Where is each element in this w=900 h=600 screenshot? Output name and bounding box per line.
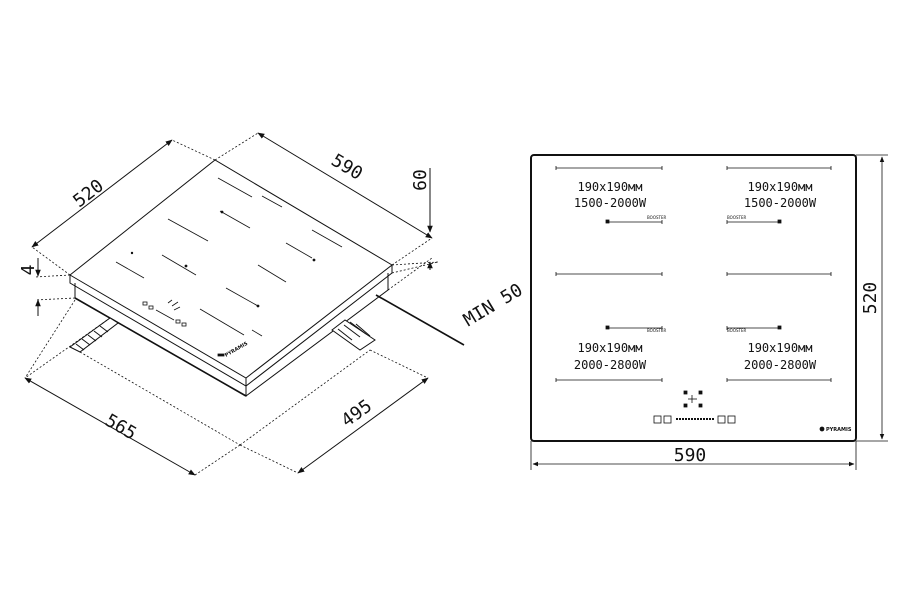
dim-4-label: 4: [18, 265, 39, 276]
zone-tr-booster: BOOSTER: [727, 215, 746, 220]
dim-line-495: [297, 377, 429, 474]
zone-bl-power: 2000-2800W: [574, 358, 647, 372]
zone-tr-power: 1500-2000W: [744, 196, 817, 210]
dim-line-590: [257, 132, 433, 239]
dim-min50-label: MIN 50: [460, 280, 527, 331]
cutout-hatch-left: [69, 317, 119, 353]
hob-body: [74, 283, 247, 397]
lock-key-icon[interactable]: [663, 415, 672, 424]
dim-520-label: 520: [69, 175, 108, 212]
top-dim-depth-label: 520: [860, 282, 881, 315]
hob-glass-top: [69, 159, 393, 379]
zone-br-size: 190x190мм: [747, 341, 812, 355]
timer-plus-key-icon[interactable]: [727, 415, 736, 424]
dim-565-label: 565: [101, 410, 140, 444]
zone-tl-size: 190x190мм: [577, 180, 642, 194]
dim-60-label: 60: [410, 169, 431, 191]
min-gap-line: [375, 294, 465, 346]
dim-line-520: [31, 139, 173, 248]
top-zone-marks: [555, 166, 832, 382]
zone-bl-booster: BOOSTER: [647, 328, 666, 333]
isometric-view: PYRAMIS: [24, 132, 465, 476]
zone-br-power: 2000-2800W: [744, 358, 817, 372]
dim-line-565: [24, 377, 196, 476]
dim-495-label: 495: [337, 395, 376, 431]
zone-tl-power: 1500-2000W: [574, 196, 647, 210]
zone-br-booster: BOOSTER: [727, 328, 746, 333]
top-view: [530, 154, 857, 442]
hob-top-outline: [530, 154, 857, 442]
zone-bl-size: 190x190мм: [577, 341, 642, 355]
top-control-panel: [653, 390, 825, 432]
top-brand-label: PYRAMIS: [826, 427, 852, 433]
iso-zone-marks: [115, 177, 343, 337]
zone-tl-booster: BOOSTER: [647, 215, 666, 220]
top-dim-width-label: 590: [674, 445, 707, 466]
brand-logo-icon: [819, 426, 825, 432]
zone-tr-size: 190x190мм: [747, 180, 812, 194]
timer-minus-key-icon[interactable]: [717, 415, 726, 424]
iso-brand-label: PYRAMIS: [224, 341, 249, 359]
power-key-icon[interactable]: [653, 415, 662, 424]
iso-control-panel: [142, 299, 225, 357]
zone-selector-icon[interactable]: [683, 390, 703, 408]
cutout-hatch-right: [331, 319, 376, 351]
dim-590-label: 590: [327, 150, 366, 185]
top-view-dimensions: [530, 154, 888, 470]
